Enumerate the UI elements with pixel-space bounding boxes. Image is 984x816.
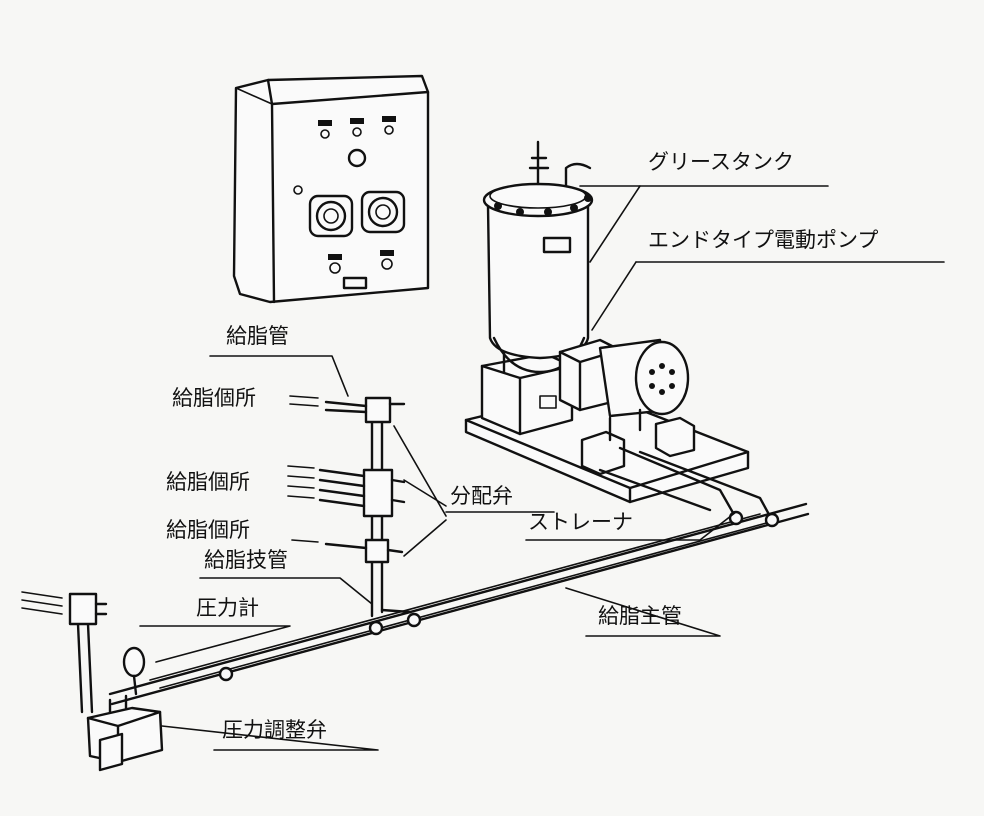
pressure-gauge-icon bbox=[122, 646, 146, 696]
label-pressure-gauge: 圧力計 bbox=[196, 596, 259, 620]
electric-pump-icon bbox=[558, 338, 696, 476]
label-lubrication-point-3: 給脂個所 bbox=[166, 518, 250, 542]
label-lubrication-point-1: 給脂個所 bbox=[172, 386, 256, 410]
label-end-type-pump: エンドタイプ電動ポンプ bbox=[648, 228, 879, 252]
control-panel-icon bbox=[232, 74, 430, 304]
label-grease-tank: グリースタンク bbox=[648, 150, 794, 174]
label-branch-pipe: 給脂技管 bbox=[204, 548, 288, 572]
label-lubrication-point-2: 給脂個所 bbox=[166, 470, 250, 494]
label-main-pipe: 給脂主管 bbox=[598, 604, 682, 628]
main-pipe bbox=[108, 446, 810, 706]
label-strainer: ストレーナ bbox=[528, 510, 633, 534]
leader-lines bbox=[139, 185, 945, 751]
label-pressure-regulator: 圧力調整弁 bbox=[222, 718, 327, 742]
label-distribution-valve: 分配弁 bbox=[450, 484, 513, 508]
pressure-regulator-icon bbox=[21, 591, 164, 772]
distribution-valve-icon bbox=[287, 395, 412, 618]
strainer-icon bbox=[728, 510, 744, 526]
label-supply-pipe: 給脂管 bbox=[226, 324, 289, 348]
